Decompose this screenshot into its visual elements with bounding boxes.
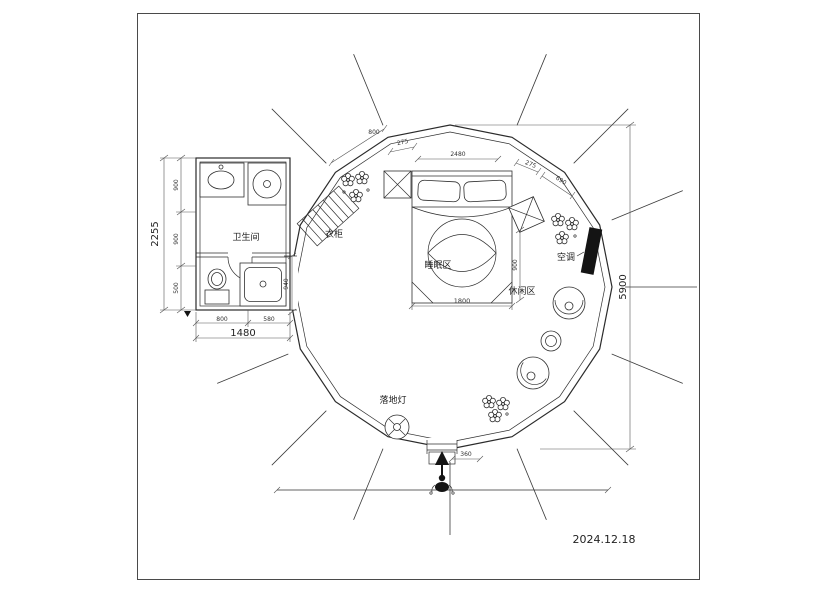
floor-lamp-label: 落地灯 (379, 394, 406, 406)
leisure-chair-bottom (516, 356, 550, 390)
dim-top-seg1: 800 (368, 129, 380, 136)
dim-left-seg1: 900 (173, 179, 180, 191)
dim-bathroom-total: 1480 (230, 328, 255, 339)
dim-top-seg4: 275 (524, 159, 537, 170)
entry-figure (429, 474, 455, 495)
elevation-marker (184, 311, 191, 317)
leisure-table (540, 330, 562, 352)
dim-overall-height: 5900 (618, 274, 629, 299)
dim-entry-width: 360 (460, 451, 472, 458)
entrance (426, 438, 458, 495)
plant-top-left (341, 170, 370, 203)
air-conditioner (580, 227, 603, 275)
dim-bathroom-seg2: 580 (263, 316, 275, 323)
vanity-sink (199, 162, 245, 198)
nightstand-right (508, 196, 545, 233)
entry-arrow (435, 451, 449, 465)
toilet (204, 268, 230, 305)
dim-left-seg3: 500 (173, 282, 180, 294)
dim-top-seg3: 2480 (450, 151, 465, 158)
pillow-right (463, 179, 507, 203)
wardrobe-label: 衣柜 (325, 228, 343, 240)
drawing-border (137, 13, 700, 580)
ac-label: 空调 (557, 251, 575, 263)
shower-basin (239, 262, 287, 307)
nightstand-left (383, 170, 412, 199)
leisure-chair-top (552, 286, 586, 320)
dim-left-total: 2255 (150, 221, 161, 246)
dim-top-seg2: 275 (396, 138, 409, 147)
leisure-area-label: 休闲区 (508, 285, 535, 297)
bathroom-room (184, 157, 291, 317)
date-stamp: 2024.12.18 (573, 533, 636, 546)
plant-bottom (482, 394, 510, 423)
dim-bed-width: 1800 (454, 297, 471, 305)
dim-left-seg2: 900 (173, 233, 180, 245)
plant-right (551, 212, 579, 245)
dim-passage: 940 (283, 278, 290, 290)
shower-unit (247, 162, 287, 206)
bed (411, 170, 513, 304)
ac-leader-line (576, 251, 585, 257)
dim-bathroom-seg1: 800 (216, 316, 228, 323)
pillow-left (417, 179, 461, 203)
radial-axis-lines (217, 54, 697, 535)
floor-lamp (384, 414, 410, 440)
wardrobe-stairs (296, 185, 360, 247)
sleeping-area-label: 睡眠区 (424, 259, 451, 271)
dim-top-seg5: 690 (554, 175, 568, 187)
dim-bed-depth: 900 (512, 259, 519, 271)
dimension-lines (159, 121, 636, 463)
bathroom-label: 卫生间 (232, 231, 259, 243)
